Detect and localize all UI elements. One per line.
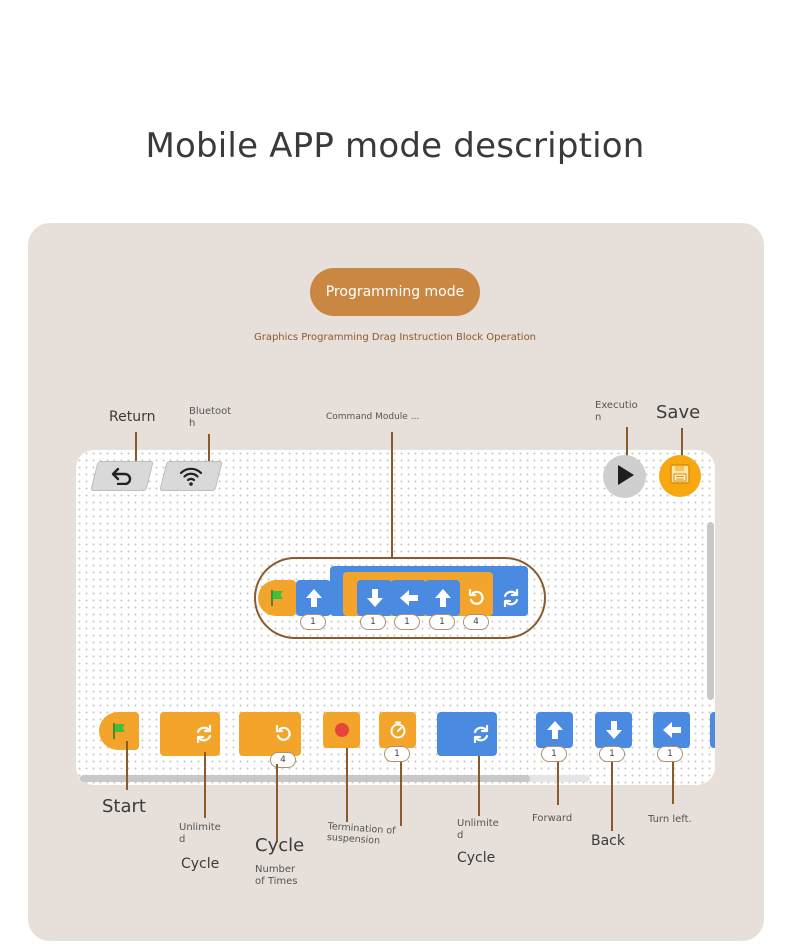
arrow-up-icon: [296, 580, 331, 616]
palette-forward-badge[interactable]: 1: [541, 746, 567, 762]
leader-bluetooth: [208, 434, 210, 464]
leader-unlimited-cycle-blue: [478, 756, 480, 816]
leader-forward: [557, 762, 559, 805]
callout-cycle-3: Cycle: [457, 850, 496, 866]
green-flag-icon: [99, 712, 139, 750]
leader-execution: [626, 427, 628, 465]
palette-next-block-partial[interactable]: [710, 712, 715, 748]
loop-icon: [494, 580, 528, 616]
callout-cycle-1: Cycle: [181, 856, 220, 872]
callout-turn-left: Turn left.: [648, 814, 692, 825]
callout-unlimited-1: Unlimite d: [179, 822, 221, 845]
palette-turn-left-block[interactable]: [653, 712, 690, 748]
arrow-down-icon: [357, 580, 392, 616]
mode-subtitle: Graphics Programming Drag Instruction Bl…: [253, 332, 537, 343]
callout-execution: Executio n: [595, 400, 638, 423]
timer-icon: [379, 712, 416, 748]
palette-back-badge[interactable]: 1: [599, 746, 625, 762]
callout-execution-line2: n: [595, 411, 602, 423]
execution-button[interactable]: [603, 455, 646, 498]
palette-unlimited-cycle-orange[interactable]: [160, 712, 220, 756]
callout-unlimited-1-line1: Unlimite: [179, 822, 221, 833]
wifi-signal-icon: [164, 462, 218, 490]
callout-unlimited-2-line1: Unlimite: [457, 818, 499, 829]
callout-command-module: Command Module ...: [326, 412, 420, 422]
program-start-block[interactable]: [258, 580, 296, 616]
loop-icon: [160, 712, 220, 756]
arrow-down-icon: [595, 712, 632, 748]
palette-start-block[interactable]: [99, 712, 139, 750]
callout-bluetooth: Bluetoot h: [189, 406, 231, 429]
leader-start: [126, 741, 128, 790]
palette-cycle-times-badge[interactable]: 4: [270, 752, 296, 768]
green-flag-icon: [258, 580, 296, 616]
callout-unlimited-1-line2: d: [179, 833, 186, 845]
program-forward-block[interactable]: [296, 580, 331, 616]
programming-mode-button[interactable]: Programming mode: [310, 268, 480, 316]
arrow-left-icon: [391, 580, 426, 616]
program-badge[interactable]: 1: [429, 614, 455, 630]
palette-forward-block[interactable]: [536, 712, 573, 748]
cycle-count-icon: [460, 580, 493, 616]
program-badge[interactable]: 1: [394, 614, 420, 630]
leader-unlimited-cycle: [204, 752, 206, 818]
bluetooth-button[interactable]: [159, 461, 223, 491]
cycle-count-icon: [239, 712, 301, 756]
program-badge[interactable]: 4: [463, 614, 489, 630]
vertical-scrollbar[interactable]: [707, 522, 714, 700]
callout-execution-line1: Executio: [595, 400, 638, 411]
arrow-left-icon: [653, 712, 690, 748]
leader-return: [135, 432, 137, 470]
palette-back-block[interactable]: [595, 712, 632, 748]
program-count-cycle-end: [460, 580, 493, 616]
leader-command-module: [391, 432, 393, 558]
program-badge[interactable]: 1: [360, 614, 386, 630]
callout-number-of-times-line1: Number: [255, 864, 296, 875]
program-unlimited-cycle-end: [494, 580, 528, 616]
program-badge[interactable]: 1: [300, 614, 326, 630]
save-button[interactable]: [659, 455, 701, 497]
palette-delay-block[interactable]: [379, 712, 416, 748]
palette-unlimited-cycle-blue[interactable]: [437, 712, 497, 756]
leader-save: [681, 428, 683, 464]
callout-unlimited-2: Unlimite d: [457, 818, 499, 841]
palette-termination-block[interactable]: [323, 712, 360, 748]
floppy-save-icon: [669, 463, 691, 489]
callout-number-of-times: Number of Times: [255, 864, 298, 887]
callout-number-of-times-line2: of Times: [255, 875, 298, 887]
program-left-block[interactable]: [391, 580, 426, 616]
leader-count-cycle: [276, 764, 278, 842]
program-back-block[interactable]: [357, 580, 392, 616]
palette-delay-badge[interactable]: 1: [384, 746, 410, 762]
return-button[interactable]: [90, 461, 154, 491]
palette-turn-left-badge[interactable]: 1: [657, 746, 683, 762]
page-title: Mobile APP mode description: [145, 126, 645, 166]
callout-start: Start: [102, 796, 146, 817]
palette-count-cycle-block[interactable]: [239, 712, 301, 756]
arrow-up-icon: [425, 580, 460, 616]
undo-arrow-icon: [95, 462, 149, 490]
callout-return: Return: [109, 409, 156, 425]
command-module-group: [254, 557, 546, 639]
callout-save: Save: [656, 402, 701, 423]
callout-back: Back: [591, 833, 625, 849]
play-icon: [615, 464, 635, 490]
leader-delay: [400, 762, 402, 826]
callout-bluetooth-line1: Bluetoot: [189, 406, 232, 417]
leader-turn-left: [672, 762, 674, 804]
loop-icon: [437, 712, 497, 756]
stop-dot-icon: [323, 712, 360, 748]
program-forward-block-2[interactable]: [425, 580, 460, 616]
leader-termination: [346, 748, 348, 822]
callout-cycle-2: Cycle: [255, 835, 305, 856]
callout-termination: Termination of suspension: [326, 821, 396, 849]
arrow-up-icon: [536, 712, 573, 748]
callout-bluetooth-line2: h: [189, 417, 196, 429]
callout-forward: Forward: [532, 813, 573, 824]
leader-back: [611, 762, 613, 831]
horizontal-scrollbar[interactable]: [80, 775, 530, 782]
callout-unlimited-2-line2: d: [457, 829, 464, 841]
